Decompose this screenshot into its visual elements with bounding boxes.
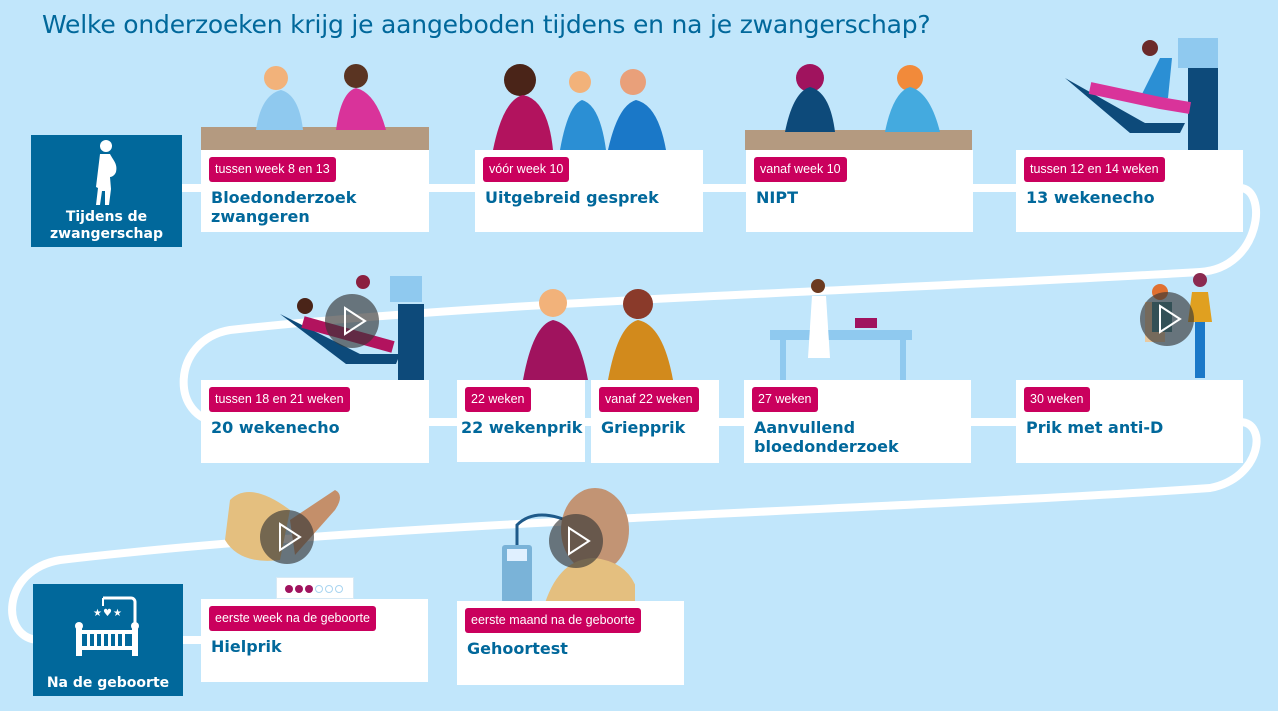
timing-badge: vanaf week 10 <box>754 157 847 182</box>
timing-badge: 27 weken <box>752 387 818 412</box>
play-icon <box>1159 304 1182 334</box>
svg-text:★: ★ <box>113 608 122 619</box>
step-title: Griepprik <box>601 418 686 437</box>
play-icon <box>568 526 591 556</box>
illustration-vaccination <box>508 288 680 380</box>
svg-text:★: ★ <box>93 608 102 619</box>
timing-badge: tussen week 8 en 13 <box>209 157 336 182</box>
step-title: NIPT <box>756 188 798 207</box>
timing-badge: tussen 18 en 21 weken <box>209 387 350 412</box>
timing-badge: 22 weken <box>465 387 531 412</box>
pregnant-woman-icon <box>96 140 117 205</box>
timing-badge: vóór week 10 <box>483 157 570 182</box>
page-title: Welke onderzoeken krijg je aangeboden ti… <box>42 10 931 39</box>
timing-badge: vanaf 22 weken <box>599 387 699 412</box>
illustration-ultrasound-13 <box>1060 38 1220 150</box>
step-title: Hielprik <box>211 637 282 656</box>
play-icon <box>279 522 302 552</box>
step-card[interactable]: tussen week 8 en 13 Bloedonderzoek zwang… <box>201 150 429 232</box>
play-video-button[interactable] <box>260 510 314 564</box>
step-title: 22 wekenprik <box>461 418 583 437</box>
step-card[interactable]: eerste maand na de geboorte Gehoortest <box>457 601 684 685</box>
step-title: Uitgebreid gesprek <box>485 188 659 207</box>
step-card[interactable]: tussen 12 en 14 weken 13 wekenecho <box>1016 150 1243 232</box>
phase-after-birth: ★♥★ Na de geboorte <box>33 584 183 696</box>
step-card[interactable]: eerste week na de geboorte Hielprik <box>201 599 428 682</box>
step-card[interactable]: vanaf week 10 NIPT <box>746 150 973 232</box>
phase-label: Na de geboorte <box>46 675 170 691</box>
phase-during-pregnancy: Tijdens de zwangerschap <box>31 135 182 247</box>
step-card[interactable]: 27 weken Aanvullend bloedonderzoek <box>744 380 971 463</box>
timing-badge: 30 weken <box>1024 387 1090 412</box>
illustration-nipt <box>745 60 972 150</box>
play-video-button[interactable] <box>1140 292 1194 346</box>
illustration-conversation <box>488 60 678 150</box>
progress-dots <box>276 577 354 599</box>
step-card[interactable]: vóór week 10 Uitgebreid gesprek <box>475 150 703 232</box>
step-card[interactable]: 30 weken Prik met anti-D <box>1016 380 1243 463</box>
play-icon <box>344 306 367 336</box>
step-title: Prik met anti-D <box>1026 418 1164 437</box>
illustration-blood-test <box>201 60 429 150</box>
step-title: 13 wekenecho <box>1026 188 1155 207</box>
step-title: Gehoortest <box>467 639 568 658</box>
play-video-button[interactable] <box>549 514 603 568</box>
step-card[interactable]: tussen 18 en 21 weken 20 wekenecho <box>201 380 429 463</box>
illustration-ultrasound-20 <box>278 274 428 380</box>
step-card[interactable]: 22 weken 22 wekenprik <box>457 380 585 462</box>
step-title: 20 wekenecho <box>211 418 340 437</box>
step-title: Bloedonderzoek zwangeren <box>211 188 357 226</box>
step-card[interactable]: vanaf 22 weken Griepprik <box>591 380 719 463</box>
crib-icon: ★♥★ <box>75 596 139 656</box>
play-video-button[interactable] <box>325 294 379 348</box>
timing-badge: eerste maand na de geboorte <box>465 608 642 633</box>
illustration-lab <box>770 278 912 380</box>
phase-label: Tijdens de zwangerschap <box>50 209 163 242</box>
step-title: Aanvullend bloedonderzoek <box>754 418 899 456</box>
timing-badge: tussen 12 en 14 weken <box>1024 157 1165 182</box>
svg-text:♥: ♥ <box>103 608 112 619</box>
timing-badge: eerste week na de geboorte <box>209 606 376 631</box>
